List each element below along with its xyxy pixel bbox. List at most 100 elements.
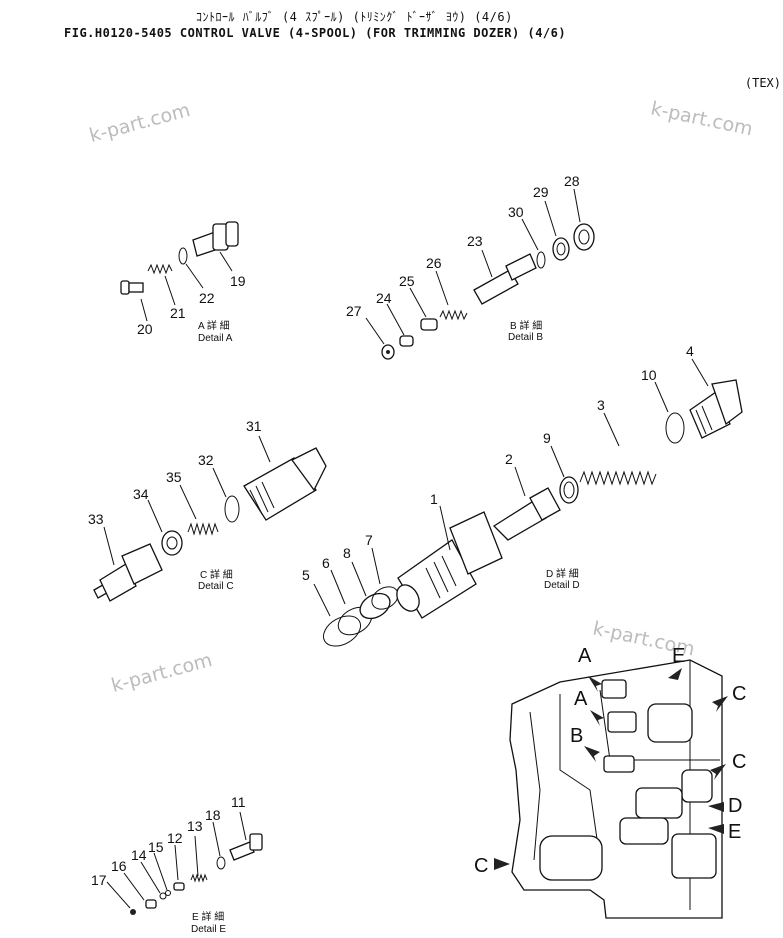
label-4: 4 bbox=[686, 343, 694, 359]
detail-a-label-jp: A 詳 細 bbox=[198, 319, 230, 332]
model-tag: (TEX) bbox=[744, 76, 781, 90]
callout-a-1: A bbox=[578, 645, 592, 667]
label-7: 7 bbox=[365, 532, 373, 548]
part-13-spring bbox=[190, 873, 208, 883]
detail-e-label-jp: E 詳 細 bbox=[192, 910, 224, 923]
detail-c-group: 33 34 35 32 31 C 詳 細 Detail C bbox=[88, 418, 327, 602]
arrow-c2 bbox=[710, 764, 726, 780]
arrow-e-top bbox=[668, 668, 682, 680]
label-14: 14 bbox=[131, 847, 147, 863]
callout-e-2: E bbox=[672, 645, 685, 667]
label-32: 32 bbox=[198, 452, 214, 468]
detail-e-label: Detail E bbox=[191, 924, 226, 935]
arrow-a1 bbox=[588, 676, 602, 692]
label-31: 31 bbox=[246, 418, 262, 434]
label-12: 12 bbox=[167, 830, 183, 846]
callout-b: B bbox=[570, 725, 583, 747]
label-15: 15 bbox=[148, 839, 164, 855]
assembly-plug-e bbox=[619, 817, 669, 845]
arrow-e bbox=[708, 824, 724, 834]
label-13: 13 bbox=[187, 818, 203, 834]
assembly-cap-c3 bbox=[539, 835, 603, 881]
label-35: 35 bbox=[166, 469, 182, 485]
part-34-retainer bbox=[161, 530, 183, 556]
part-8-backup-ring bbox=[359, 592, 391, 620]
part-21-spring bbox=[147, 263, 173, 275]
assembly-cap-c2 bbox=[681, 769, 713, 803]
label-25: 25 bbox=[399, 273, 415, 289]
part-15-o-ring bbox=[165, 890, 171, 896]
label-34: 34 bbox=[133, 486, 149, 502]
part-9-seal bbox=[559, 476, 579, 504]
detail-e-group: 17 16 14 15 12 13 18 11 E 詳 細 Detail E bbox=[91, 794, 263, 935]
label-23: 23 bbox=[467, 233, 483, 249]
part-24-seat bbox=[399, 335, 414, 347]
callout-d: D bbox=[728, 795, 742, 817]
label-1: 1 bbox=[430, 491, 438, 507]
label-26: 26 bbox=[426, 255, 442, 271]
assembly-plug-a2 bbox=[607, 711, 637, 733]
detail-a-label: Detail A bbox=[198, 333, 233, 344]
detail-c-label: Detail C bbox=[198, 581, 234, 592]
part-18-o-ring bbox=[216, 856, 226, 870]
part-22-o-ring bbox=[178, 247, 188, 265]
part-30-o-ring bbox=[536, 251, 546, 269]
arrow-b bbox=[584, 746, 600, 762]
assembly-block bbox=[671, 833, 717, 879]
label-28: 28 bbox=[564, 173, 580, 189]
label-29: 29 bbox=[533, 184, 549, 200]
figure-title: FIG.H0120-5405 CONTROL VALVE (4-SPOOL) (… bbox=[64, 26, 567, 40]
detail-c-label-jp: C 詳 細 bbox=[200, 568, 233, 581]
part-20-plug bbox=[120, 280, 144, 295]
part-17-ball bbox=[130, 909, 136, 915]
detail-d-label: Detail D bbox=[544, 580, 580, 591]
label-2: 2 bbox=[505, 451, 513, 467]
label-5: 5 bbox=[302, 567, 310, 583]
callout-c-2: C bbox=[732, 751, 746, 773]
arrow-d bbox=[708, 802, 724, 812]
callout-c-3: C bbox=[474, 855, 488, 877]
callout-c-1: C bbox=[732, 683, 746, 705]
title-japanese: ｺﾝﾄﾛｰﾙ ﾊﾞﾙﾌﾞ (4 ｽﾌﾟｰﾙ) (ﾄﾘﾐﾝｸﾞ ﾄﾞｰｻﾞ ﾖｳ)… bbox=[196, 10, 513, 24]
label-10: 10 bbox=[641, 367, 657, 383]
part-28-nut bbox=[573, 223, 595, 251]
label-18: 18 bbox=[205, 807, 221, 823]
part-29-washer bbox=[552, 237, 570, 261]
callout-a-2: A bbox=[574, 688, 588, 710]
label-30: 30 bbox=[508, 204, 524, 220]
arrow-c3 bbox=[494, 858, 510, 870]
part-26-spring bbox=[439, 309, 468, 321]
part-2-poppet bbox=[492, 487, 561, 541]
arrow-a2 bbox=[590, 710, 604, 726]
label-22: 22 bbox=[199, 290, 215, 306]
detail-a-group: 20 21 22 19 A 詳 細 Detail A bbox=[120, 221, 246, 344]
part-19-plug bbox=[192, 221, 239, 257]
part-33-spool bbox=[93, 543, 163, 602]
assembly-plug-a1 bbox=[601, 679, 627, 699]
part-11-plug bbox=[229, 833, 263, 861]
label-33: 33 bbox=[88, 511, 104, 527]
detail-b-group: 27 24 25 26 23 30 29 28 B 詳 細 Detail B bbox=[346, 173, 595, 360]
part-16-plug bbox=[145, 899, 157, 909]
label-27: 27 bbox=[346, 303, 362, 319]
label-24: 24 bbox=[376, 290, 392, 306]
label-6: 6 bbox=[322, 555, 330, 571]
assembly-valve-d bbox=[635, 787, 683, 819]
part-25-spacer bbox=[420, 318, 438, 331]
label-20: 20 bbox=[137, 321, 153, 337]
label-17: 17 bbox=[91, 872, 107, 888]
label-21: 21 bbox=[170, 305, 186, 321]
part-3-spring bbox=[579, 470, 657, 486]
detail-b-label: Detail B bbox=[508, 332, 543, 343]
part-12-piston bbox=[173, 882, 185, 891]
part-5-ring bbox=[323, 615, 361, 647]
part-23-spool bbox=[473, 253, 537, 305]
part-10-o-ring bbox=[665, 412, 685, 444]
assembly-cap-c1 bbox=[647, 703, 693, 743]
part-1-valve-body bbox=[396, 511, 503, 619]
part-32-o-ring bbox=[224, 495, 240, 523]
assembly-plug-b bbox=[603, 755, 635, 773]
part-31-cap bbox=[243, 447, 327, 521]
label-19: 19 bbox=[230, 273, 246, 289]
